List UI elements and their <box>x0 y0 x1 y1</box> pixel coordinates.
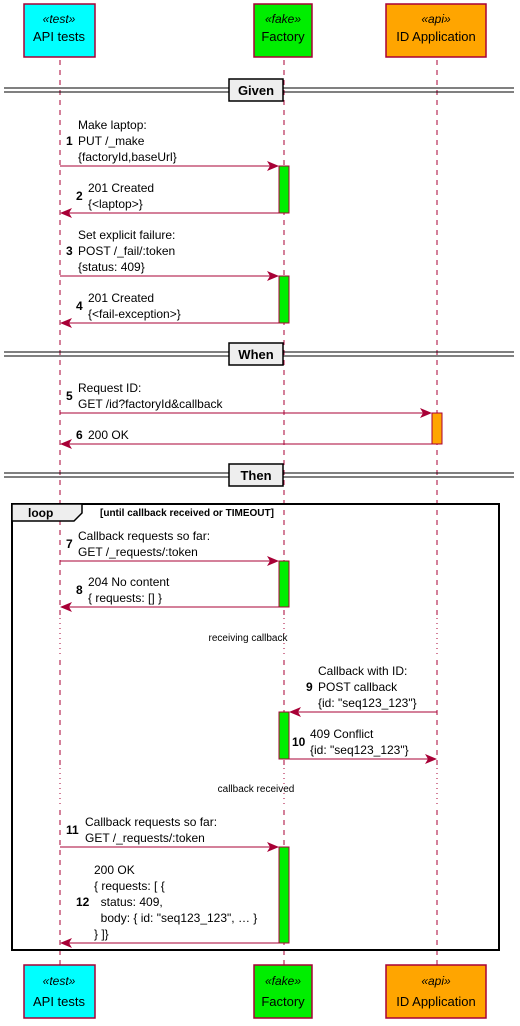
divider-label-when: When <box>238 347 273 362</box>
loop-frame: loop [until callback received or TIMEOUT… <box>11 503 500 951</box>
message-line: { requests: [] } <box>88 591 162 605</box>
participant-name: Factory <box>261 994 305 1009</box>
message-11: 11 Callback requests so far: GET /_reque… <box>60 815 279 852</box>
participant-name: ID Application <box>396 29 476 44</box>
delay-gap-2 <box>40 768 460 808</box>
message-line: Callback with ID: <box>318 664 407 678</box>
message-line: 200 OK <box>88 428 129 442</box>
delay-dots <box>59 618 438 808</box>
loop-keyword: loop <box>28 506 53 520</box>
message-number: 8 <box>76 583 83 597</box>
participant-stereotype: «fake» <box>265 12 301 26</box>
message-9: 9 Callback with ID: POST callback {id: "… <box>289 664 437 717</box>
participant-id-application-bottom[interactable]: «api» ID Application <box>385 964 487 1019</box>
message-number: 10 <box>292 735 306 749</box>
message-line: { requests: [ { <box>94 879 165 893</box>
participant-factory-bottom[interactable]: «fake» Factory <box>253 964 313 1019</box>
message-6: 6 200 OK <box>60 428 432 449</box>
participant-api-tests-bottom[interactable]: «test» API tests <box>23 964 96 1019</box>
message-4: 4 201 Created {<fail-exception>} <box>60 291 279 328</box>
message-number: 7 <box>66 537 73 551</box>
message-number: 11 <box>66 823 79 837</box>
divider-given: Given <box>4 78 514 102</box>
delay-gap-1 <box>40 618 460 658</box>
message-line: {id: "seq123_123"} <box>310 743 409 757</box>
message-line: {factoryId,baseUrl} <box>78 150 177 164</box>
message-line: {<fail-exception>} <box>88 307 181 321</box>
message-1: 1 Make laptop: PUT /_make {factoryId,bas… <box>60 118 279 171</box>
message-line: Set explicit failure: <box>78 228 175 242</box>
message-number: 12 <box>76 895 90 909</box>
divider-when: When <box>4 342 514 366</box>
message-number: 3 <box>66 244 73 258</box>
message-line: Callback requests so far: <box>85 815 217 829</box>
message-8: 8 204 No content { requests: [] } <box>60 575 279 612</box>
message-7: 7 Callback requests so far: GET /_reques… <box>60 529 279 566</box>
activation-factory-5 <box>278 846 290 944</box>
participant-name: Factory <box>261 29 305 44</box>
message-line: GET /_requests/:token <box>85 831 205 845</box>
participants-top: «test» API tests «fake» Factory «api» ID… <box>23 3 487 58</box>
participant-factory[interactable]: «fake» Factory <box>253 3 313 58</box>
message-line: POST callback <box>318 680 398 694</box>
participant-name: ID Application <box>396 994 476 1009</box>
message-line: GET /_requests/:token <box>78 545 198 559</box>
message-line: 204 No content <box>88 575 170 589</box>
message-10: 10 409 Conflict {id: "seq123_123"} <box>289 727 437 764</box>
participant-stereotype: «api» <box>421 12 451 26</box>
message-line: body: { id: "seq123_123", … } <box>94 911 257 925</box>
participant-api-tests[interactable]: «test» API tests <box>23 3 96 58</box>
message-number: 2 <box>76 189 83 203</box>
message-number: 6 <box>76 428 83 442</box>
message-number: 9 <box>306 680 313 694</box>
activation-factory-4 <box>278 711 290 760</box>
message-5: 5 Request ID: GET /id?factoryId&callback <box>60 381 432 418</box>
message-line: Make laptop: <box>78 118 147 132</box>
message-line: PUT /_make <box>78 134 145 148</box>
message-line: GET /id?factoryId&callback <box>78 397 224 411</box>
participant-name: API tests <box>33 994 86 1009</box>
message-line: POST /_fail/:token <box>78 244 175 258</box>
participant-stereotype: «fake» <box>265 974 301 988</box>
message-line: Request ID: <box>78 381 141 395</box>
participant-stereotype: «api» <box>421 974 451 988</box>
message-line: } ]} <box>94 927 109 941</box>
activation-factory-3 <box>278 560 290 608</box>
message-2: 2 201 Created {<laptop>} <box>60 181 279 218</box>
participant-id-application[interactable]: «api» ID Application <box>385 3 487 58</box>
message-line: 200 OK <box>94 863 135 877</box>
divider-label-then: Then <box>240 468 271 483</box>
message-line: 409 Conflict <box>310 727 374 741</box>
message-number: 5 <box>66 389 73 403</box>
activations <box>278 165 443 944</box>
participant-name: API tests <box>33 29 86 44</box>
divider-then: Then <box>4 463 514 487</box>
messages: 1 Make laptop: PUT /_make {factoryId,bas… <box>60 118 437 948</box>
message-line: {status: 409} <box>78 260 145 274</box>
loop-condition: [until callback received or TIMEOUT] <box>100 508 274 519</box>
participant-stereotype: «test» <box>43 12 76 26</box>
delay-label-2: callback received <box>218 784 295 795</box>
message-line: 201 Created <box>88 291 154 305</box>
message-number: 1 <box>66 134 73 148</box>
message-line: 201 Created <box>88 181 154 195</box>
activation-id-app-1 <box>431 412 443 445</box>
message-number: 4 <box>76 299 83 313</box>
delay-label-1: receiving callback <box>209 633 289 644</box>
message-line: status: 409, <box>94 895 163 909</box>
divider-label-given: Given <box>238 83 274 98</box>
activation-factory-2 <box>278 275 290 324</box>
message-12: 12 200 OK { requests: [ { status: 409, b… <box>60 863 279 948</box>
message-line: {<laptop>} <box>88 197 143 211</box>
participants-bottom: «test» API tests «fake» Factory «api» ID… <box>23 964 487 1019</box>
participant-stereotype: «test» <box>43 974 76 988</box>
activation-factory-1 <box>278 165 290 214</box>
message-3: 3 Set explicit failure: POST /_fail/:tok… <box>60 228 279 281</box>
message-line: {id: "seq123_123"} <box>318 696 417 710</box>
message-line: Callback requests so far: <box>78 529 210 543</box>
